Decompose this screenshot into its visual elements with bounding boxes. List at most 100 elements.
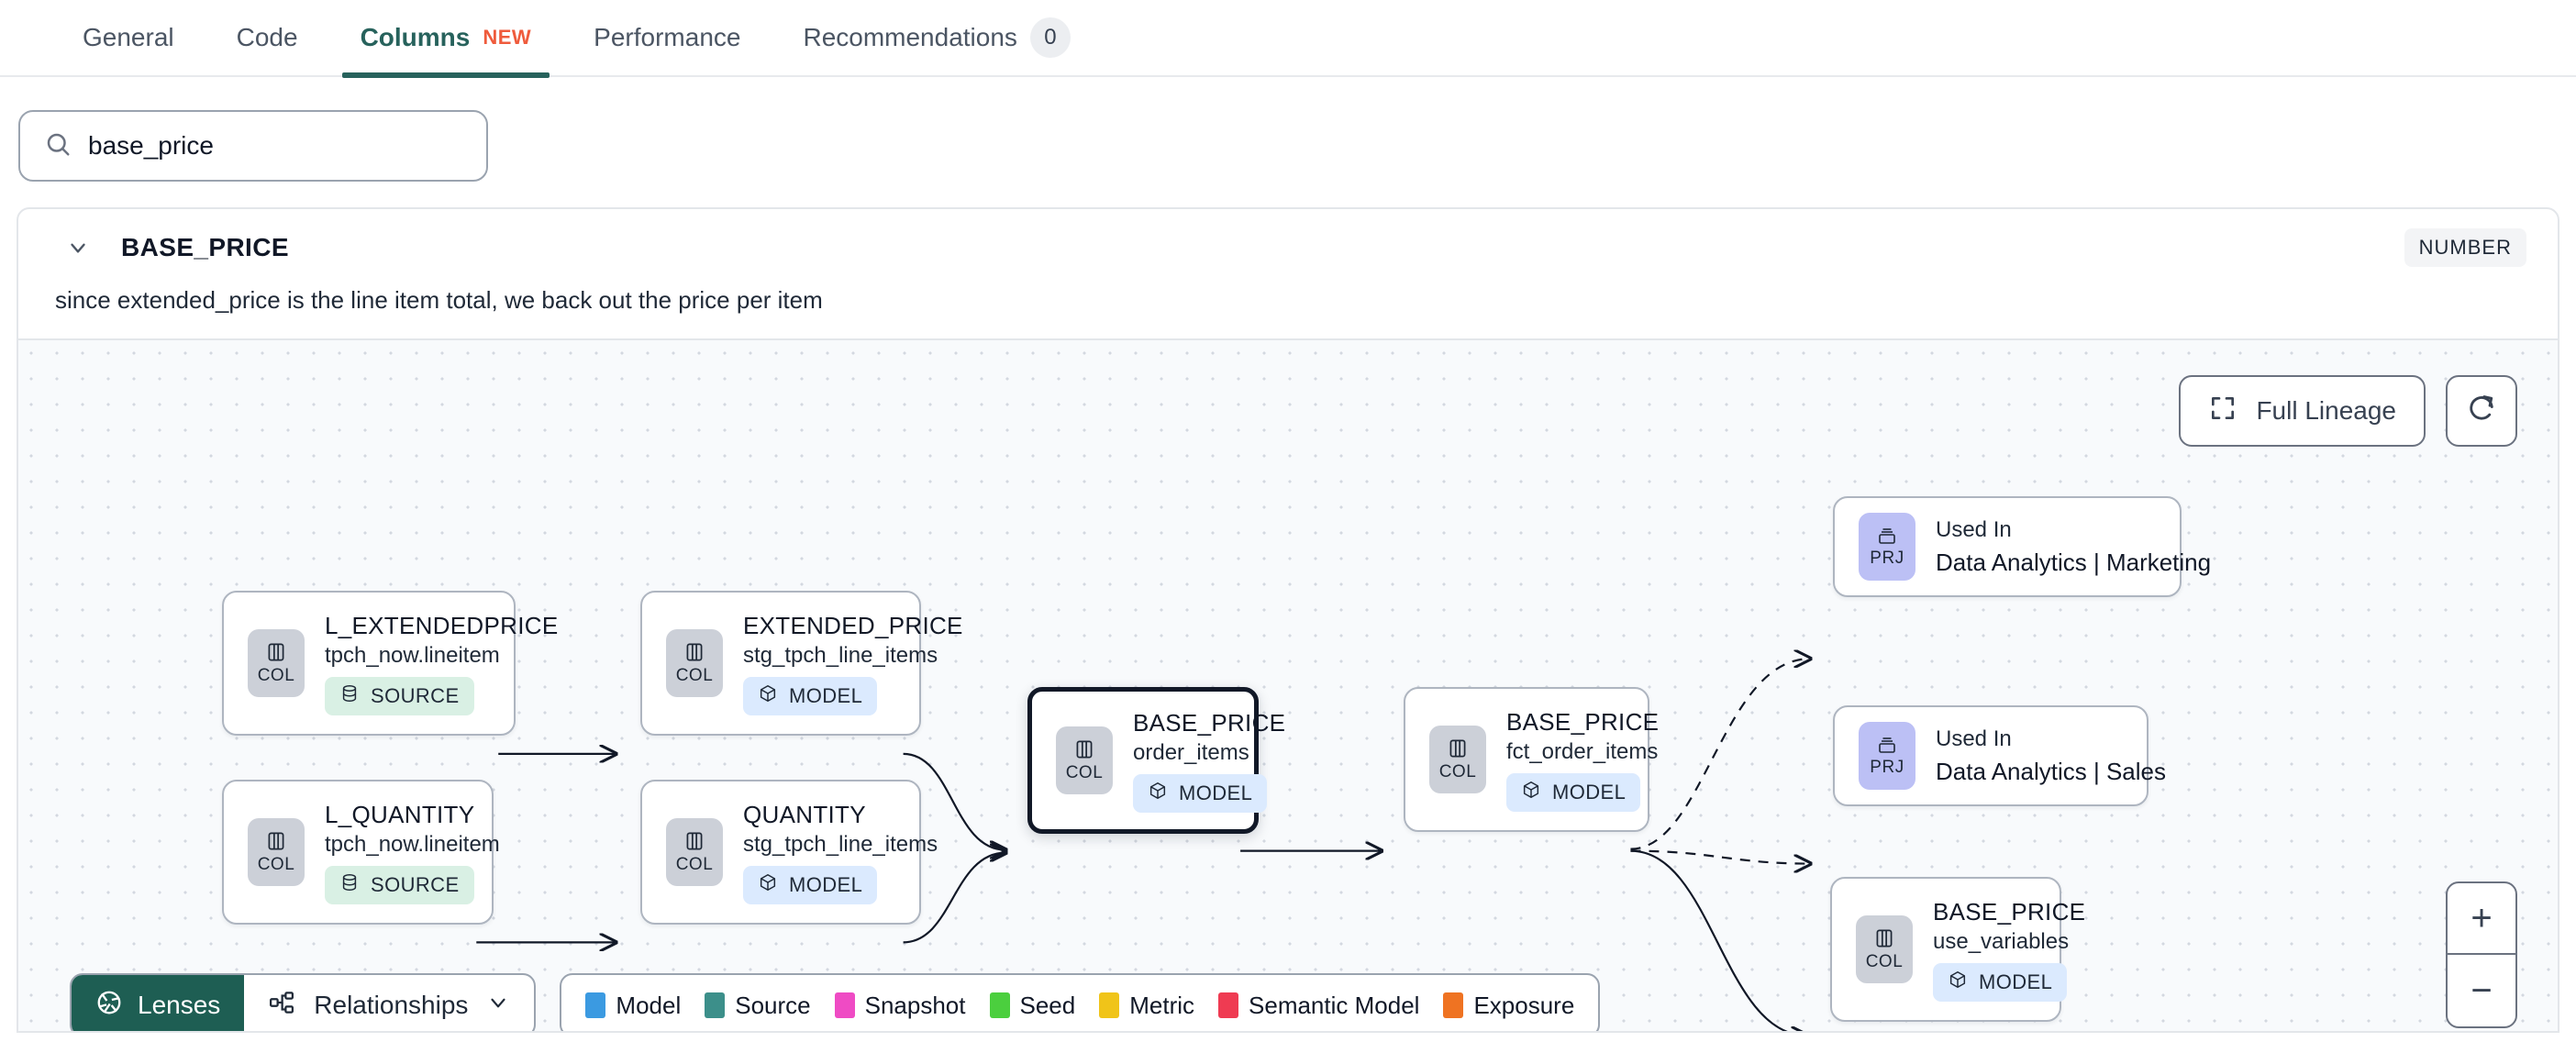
tab-code[interactable]: Code bbox=[205, 0, 329, 76]
node-subtitle: stg_tpch_line_items bbox=[743, 831, 938, 857]
lineage-node[interactable]: COL BASE_PRICE use_variables MODEL bbox=[1830, 877, 2086, 1022]
node-title: BASE_PRICE bbox=[1133, 708, 1286, 737]
node-pill-label: SOURCE bbox=[371, 683, 460, 707]
cube-icon bbox=[1948, 970, 1968, 995]
tab-performance-label: Performance bbox=[594, 23, 741, 51]
project-name: Data Analytics | Sales bbox=[1936, 757, 2166, 785]
node-type-pill: MODEL bbox=[1933, 962, 2068, 1002]
node-title: BASE_PRICE bbox=[1506, 707, 1660, 736]
lineage-legend: Model Source Snapshot Seed Metric Semant… bbox=[560, 973, 1601, 1031]
lineage-node[interactable]: COL L_EXTENDEDPRICE tpch_now.lineitem SO… bbox=[222, 591, 559, 736]
refresh-button[interactable] bbox=[2446, 375, 2517, 447]
lineage-canvas[interactable]: COL L_EXTENDEDPRICE tpch_now.lineitem SO… bbox=[18, 338, 2558, 1031]
lineage-node[interactable]: COL EXTENDED_PRICE stg_tpch_line_items M… bbox=[640, 591, 963, 736]
legend-label: Semantic Model bbox=[1249, 991, 1420, 1019]
tab-code-label: Code bbox=[236, 23, 298, 51]
prj-badge-label: PRJ bbox=[1870, 758, 1904, 777]
legend-swatch-semantic-model bbox=[1218, 992, 1239, 1018]
zoom-in-button[interactable]: + bbox=[2448, 883, 2515, 955]
chevron-down-icon[interactable] bbox=[62, 232, 94, 263]
legend-item: Seed bbox=[989, 992, 1075, 1020]
lineage-node[interactable]: COL L_QUANTITY tpch_now.lineitem SOURCE bbox=[222, 780, 500, 925]
node-pill-label: MODEL bbox=[1179, 781, 1253, 804]
node-subtitle: tpch_now.lineitem bbox=[325, 831, 500, 857]
lenses-button[interactable]: Lenses bbox=[72, 975, 245, 1031]
col-badge: COL bbox=[248, 629, 305, 697]
search-icon bbox=[44, 130, 72, 162]
canvas-top-controls: Full Lineage bbox=[2179, 375, 2517, 447]
col-badge-label: COL bbox=[257, 855, 295, 874]
legend-label: Source bbox=[735, 991, 811, 1019]
tab-general[interactable]: General bbox=[51, 0, 205, 76]
tab-columns[interactable]: Columns NEW bbox=[329, 0, 563, 78]
relationships-icon bbox=[268, 989, 295, 1023]
node-type-pill: SOURCE bbox=[325, 865, 474, 904]
lineage-node[interactable]: COL BASE_PRICE fct_order_items MODEL bbox=[1404, 687, 1660, 832]
lenses-label: Lenses bbox=[138, 991, 221, 1019]
relationships-dropdown[interactable]: Relationships bbox=[244, 975, 534, 1031]
legend-swatch-source bbox=[705, 992, 726, 1018]
project-node[interactable]: PRJ Used In Data Analytics | Marketing bbox=[1833, 496, 2211, 597]
cube-icon bbox=[758, 872, 778, 898]
node-type-pill: SOURCE bbox=[325, 676, 474, 715]
tab-columns-new-badge: NEW bbox=[483, 26, 532, 49]
page-title: BASE_PRICE bbox=[121, 233, 289, 261]
search-area bbox=[0, 77, 2576, 207]
node-subtitle: order_items bbox=[1133, 739, 1249, 765]
zoom-out-button[interactable]: − bbox=[2471, 970, 2493, 1011]
legend-item: Metric bbox=[1099, 992, 1194, 1020]
node-pill-label: MODEL bbox=[789, 872, 863, 896]
tab-bar: General Code Columns NEW Performance Rec… bbox=[0, 0, 2576, 78]
col-badge: COL bbox=[1856, 915, 1913, 983]
project-used-in-label: Used In bbox=[1936, 726, 2012, 751]
legend-label: Metric bbox=[1129, 991, 1195, 1019]
prj-badge: PRJ bbox=[1859, 513, 1915, 581]
legend-item: Source bbox=[705, 991, 811, 1020]
node-subtitle: tpch_now.lineitem bbox=[325, 642, 500, 668]
tab-recommendations-label: Recommendations bbox=[803, 23, 1017, 51]
col-badge: COL bbox=[666, 818, 723, 886]
legend-item: Model bbox=[585, 992, 681, 1020]
canvas-bottom-bar: Lenses Relationships Model Source Snapsh… bbox=[70, 973, 1601, 1031]
lineage-edges bbox=[476, 340, 2558, 1031]
col-badge-label: COL bbox=[1865, 952, 1904, 971]
tab-performance[interactable]: Performance bbox=[562, 0, 772, 76]
column-description: since extended_price is the line item to… bbox=[55, 286, 823, 314]
col-badge: COL bbox=[1429, 726, 1486, 793]
node-subtitle: stg_tpch_line_items bbox=[743, 642, 938, 668]
column-header: BASE_PRICE NUMBER bbox=[18, 209, 2558, 267]
legend-label: Snapshot bbox=[864, 991, 966, 1019]
legend-label: Model bbox=[616, 991, 682, 1019]
zoom-controls: + − bbox=[2446, 881, 2517, 1028]
prj-badge: PRJ bbox=[1859, 722, 1915, 790]
chevron-down-icon bbox=[486, 991, 510, 1021]
prj-badge-label: PRJ bbox=[1870, 549, 1904, 568]
tab-columns-label: Columns bbox=[360, 23, 471, 51]
tab-recommendations[interactable]: Recommendations 0 bbox=[772, 0, 1101, 76]
lineage-node[interactable]: COL QUANTITY stg_tpch_line_items MODEL bbox=[640, 780, 938, 925]
expand-icon bbox=[2208, 393, 2237, 429]
full-lineage-button[interactable]: Full Lineage bbox=[2179, 375, 2426, 447]
legend-swatch-model bbox=[585, 992, 606, 1018]
node-subtitle: fct_order_items bbox=[1506, 738, 1659, 764]
search-input[interactable] bbox=[88, 131, 462, 161]
node-title: EXTENDED_PRICE bbox=[743, 611, 963, 639]
node-type-pill: MODEL bbox=[1506, 772, 1641, 812]
col-badge-label: COL bbox=[1438, 762, 1477, 781]
col-badge: COL bbox=[666, 629, 723, 697]
node-title: BASE_PRICE bbox=[1933, 897, 2086, 926]
node-title: L_EXTENDEDPRICE bbox=[325, 611, 559, 639]
column-panel: BASE_PRICE NUMBER since extended_price i… bbox=[17, 207, 2559, 1033]
cube-icon bbox=[1148, 781, 1168, 806]
lineage-node-selected[interactable]: COL BASE_PRICE order_items MODEL bbox=[1027, 687, 1286, 834]
node-pill-label: MODEL bbox=[1552, 780, 1627, 804]
legend-item: Snapshot bbox=[834, 991, 966, 1020]
legend-item: Semantic Model bbox=[1218, 992, 1419, 1020]
node-type-pill: MODEL bbox=[743, 865, 878, 904]
search-box[interactable] bbox=[18, 110, 488, 182]
node-title: QUANTITY bbox=[743, 800, 866, 828]
project-node[interactable]: PRJ Used In Data Analytics | Sales bbox=[1833, 705, 2166, 806]
col-badge-label: COL bbox=[675, 666, 714, 685]
database-icon bbox=[339, 872, 360, 898]
legend-swatch-snapshot bbox=[834, 992, 855, 1018]
